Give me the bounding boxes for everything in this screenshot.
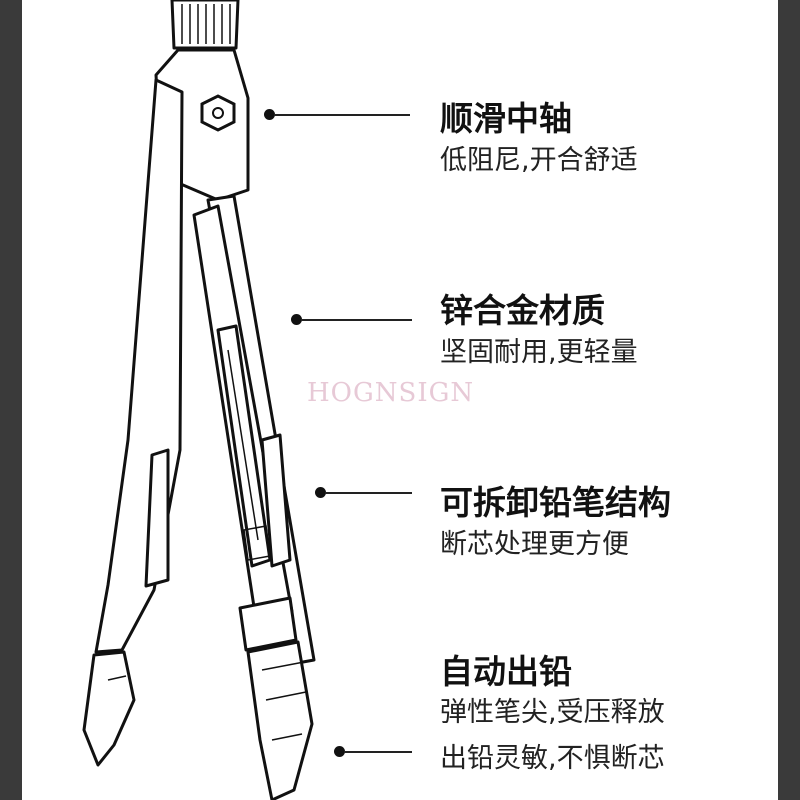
feature-title-3: 可拆卸铅笔结构 xyxy=(440,483,671,522)
callout-dot-4 xyxy=(334,746,345,757)
callout-leader-1 xyxy=(274,114,410,116)
feature-desc-4a: 弹性笔尖,受压释放 xyxy=(440,697,665,728)
feature-desc-2: 坚固耐用,更轻量 xyxy=(440,337,638,368)
feature-title-2: 锌合金材质 xyxy=(440,291,605,330)
pencil-clamp xyxy=(238,596,298,652)
callout-leader-4 xyxy=(344,751,412,753)
callout-dot-2 xyxy=(291,314,302,325)
feature-desc-4b: 出铅灵敏,不惧断芯 xyxy=(440,743,665,774)
callout-dot-3 xyxy=(315,487,326,498)
callout-leader-3 xyxy=(325,492,412,494)
left-leg-bracket xyxy=(144,448,170,588)
product-panel: HOGNSIGN 顺滑中轴 低阻尼,开合舒适 锌合金材质 坚固耐用,更轻量 可拆… xyxy=(22,0,778,800)
feature-desc-3: 断芯处理更方便 xyxy=(440,529,629,560)
feature-title-1: 顺滑中轴 xyxy=(440,99,572,138)
callout-dot-1 xyxy=(264,109,275,120)
hinge-nut-icon xyxy=(200,94,236,132)
feature-title-4: 自动出铅 xyxy=(440,652,572,691)
pencil-tip xyxy=(246,640,314,800)
watermark-text: HOGNSIGN xyxy=(307,378,475,408)
pencil-barrel xyxy=(216,324,272,568)
right-leg-bracket xyxy=(260,433,292,568)
callout-leader-2 xyxy=(301,319,412,321)
compass-needle-tip xyxy=(82,650,136,767)
compass-illustration xyxy=(82,0,316,800)
feature-desc-1: 低阻尼,开合舒适 xyxy=(440,145,638,176)
